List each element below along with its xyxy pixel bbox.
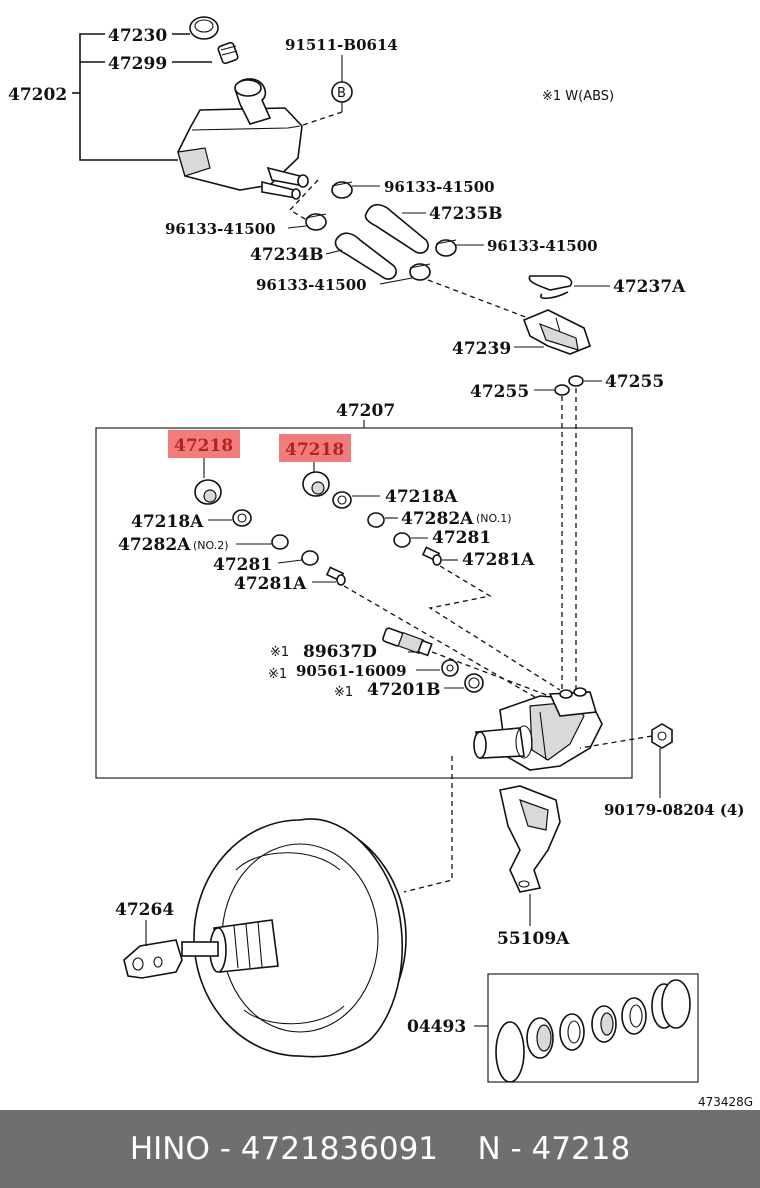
label-no2: (NO.2) bbox=[193, 539, 229, 552]
label-96133-b[interactable]: 96133-41500 bbox=[165, 220, 276, 238]
hose-clip[interactable] bbox=[331, 181, 353, 199]
footer-n-label: N bbox=[477, 1131, 501, 1167]
clevis-group bbox=[123, 920, 183, 979]
washer-group bbox=[534, 375, 602, 690]
mark-1-a: ※1 bbox=[270, 645, 289, 660]
gasket-90561[interactable] bbox=[441, 659, 459, 677]
label-90179[interactable]: 90179-08204 (4) bbox=[604, 801, 744, 819]
screw-47281a-right[interactable] bbox=[421, 546, 442, 566]
label-no1: (NO.1) bbox=[476, 512, 512, 525]
label-47235b[interactable]: 47235B bbox=[429, 204, 503, 224]
reservoir-strainer[interactable] bbox=[217, 41, 239, 65]
label-47264[interactable]: 47264 bbox=[115, 900, 174, 920]
footer-n-value: 47218 bbox=[531, 1131, 631, 1167]
seal-47218a-right[interactable] bbox=[332, 491, 352, 509]
label-47255-right[interactable]: 47255 bbox=[605, 372, 664, 392]
bracket-group bbox=[514, 275, 610, 355]
label-47218a-right[interactable]: 47218A bbox=[385, 487, 458, 507]
footer-gap bbox=[438, 1131, 477, 1167]
callout-91511 bbox=[299, 55, 353, 127]
label-47282a-right[interactable]: 47282A bbox=[401, 509, 474, 529]
plug-47282a-right[interactable] bbox=[367, 512, 385, 528]
label-47239[interactable]: 47239 bbox=[452, 339, 511, 359]
hose-clip[interactable] bbox=[409, 263, 431, 281]
screw-47281a-left[interactable] bbox=[325, 566, 346, 586]
hose-clip[interactable] bbox=[435, 239, 457, 257]
bracket-55109a-group bbox=[403, 756, 561, 926]
sensor-89637d[interactable] bbox=[382, 627, 433, 657]
label-47230[interactable]: 47230 bbox=[108, 26, 167, 46]
union-47281-right[interactable] bbox=[393, 532, 411, 548]
hose-47234b[interactable] bbox=[334, 232, 397, 280]
label-47207[interactable]: 47207 bbox=[336, 401, 395, 421]
grommet-47218-left[interactable] bbox=[194, 479, 222, 505]
washer-47255-right[interactable] bbox=[568, 375, 584, 387]
brake-booster[interactable] bbox=[181, 818, 407, 1058]
label-47218-left[interactable]: 47218 bbox=[174, 436, 233, 456]
label-96133-a[interactable]: 96133-41500 bbox=[384, 178, 495, 196]
footer-part-number: 4721836091 bbox=[240, 1131, 439, 1167]
label-47255-left[interactable]: 47255 bbox=[470, 382, 529, 402]
footer-separator: - bbox=[209, 1131, 241, 1167]
label-96133-d[interactable]: 96133-41500 bbox=[256, 276, 367, 294]
hose-group bbox=[287, 179, 529, 319]
hose-clip[interactable] bbox=[305, 213, 327, 231]
repair-kit-group bbox=[474, 973, 699, 1083]
label-47299[interactable]: 47299 bbox=[108, 54, 167, 74]
label-47202[interactable]: 47202 bbox=[8, 85, 67, 105]
repair-kit-box bbox=[487, 973, 699, 1083]
bracket-47239[interactable] bbox=[522, 309, 591, 355]
repair-kit-seals[interactable] bbox=[495, 979, 691, 1083]
union-47281-left[interactable] bbox=[301, 550, 319, 566]
grommet-47218-right[interactable] bbox=[302, 471, 330, 497]
label-47281-right[interactable]: 47281 bbox=[432, 528, 491, 548]
nut-90179[interactable] bbox=[651, 723, 673, 749]
label-47218-right[interactable]: 47218 bbox=[285, 440, 344, 460]
label-04493[interactable]: 04493 bbox=[407, 1017, 466, 1037]
plug-47282a-left[interactable] bbox=[271, 534, 289, 550]
label-55109a[interactable]: 55109A bbox=[497, 929, 570, 949]
hose-47235b[interactable] bbox=[364, 203, 429, 254]
label-47281a-right[interactable]: 47281A bbox=[462, 550, 535, 570]
label-89637d[interactable]: 89637D bbox=[303, 642, 377, 662]
label-47282a-left[interactable]: 47282A bbox=[118, 535, 191, 555]
label-47201b[interactable]: 47201B bbox=[367, 680, 441, 700]
parts-diagram: 47230 47299 47202 91511-B0614 B ※1 W(ABS… bbox=[8, 16, 753, 1109]
mark-1-c: ※1 bbox=[334, 685, 353, 700]
reservoir-tank[interactable] bbox=[177, 78, 309, 200]
washer-47255-left[interactable] bbox=[554, 384, 570, 396]
seal-47218a-left[interactable] bbox=[232, 509, 252, 527]
part-labels: 47230 47299 47202 91511-B0614 B ※1 W(ABS… bbox=[8, 26, 753, 1109]
footer-brand: HINO bbox=[129, 1131, 210, 1167]
master-cylinder-group bbox=[95, 420, 633, 779]
master-cylinder-body[interactable] bbox=[473, 687, 603, 771]
circle-b-letter: B bbox=[337, 86, 346, 101]
label-47237a[interactable]: 47237A bbox=[613, 277, 686, 297]
label-90561[interactable]: 90561-16009 bbox=[296, 662, 407, 680]
label-91511[interactable]: 91511-B0614 bbox=[285, 36, 398, 54]
label-96133-c[interactable]: 96133-41500 bbox=[487, 237, 598, 255]
spring-clip-47237a[interactable] bbox=[528, 275, 573, 300]
nut-group bbox=[579, 723, 673, 798]
diagram-code: 473428G bbox=[698, 1095, 753, 1109]
clevis-47264[interactable] bbox=[123, 939, 183, 979]
footer-separator: - bbox=[500, 1131, 532, 1167]
highlight-47218-left bbox=[168, 430, 240, 458]
mark-1-b: ※1 bbox=[268, 667, 287, 682]
label-47218a-left[interactable]: 47218A bbox=[131, 512, 204, 532]
part-info-footer: HINO - 4721836091 N - 47218 bbox=[0, 1110, 760, 1188]
label-47281-left[interactable]: 47281 bbox=[213, 555, 272, 575]
label-47281a-left[interactable]: 47281A bbox=[234, 574, 307, 594]
label-47234b[interactable]: 47234B bbox=[250, 245, 324, 265]
abs-note: ※1 W(ABS) bbox=[542, 89, 614, 104]
reservoir-group bbox=[72, 16, 309, 200]
ring-47201b[interactable] bbox=[464, 673, 484, 693]
highlight-47218-right bbox=[279, 434, 351, 462]
bracket-55109a[interactable] bbox=[499, 785, 561, 893]
